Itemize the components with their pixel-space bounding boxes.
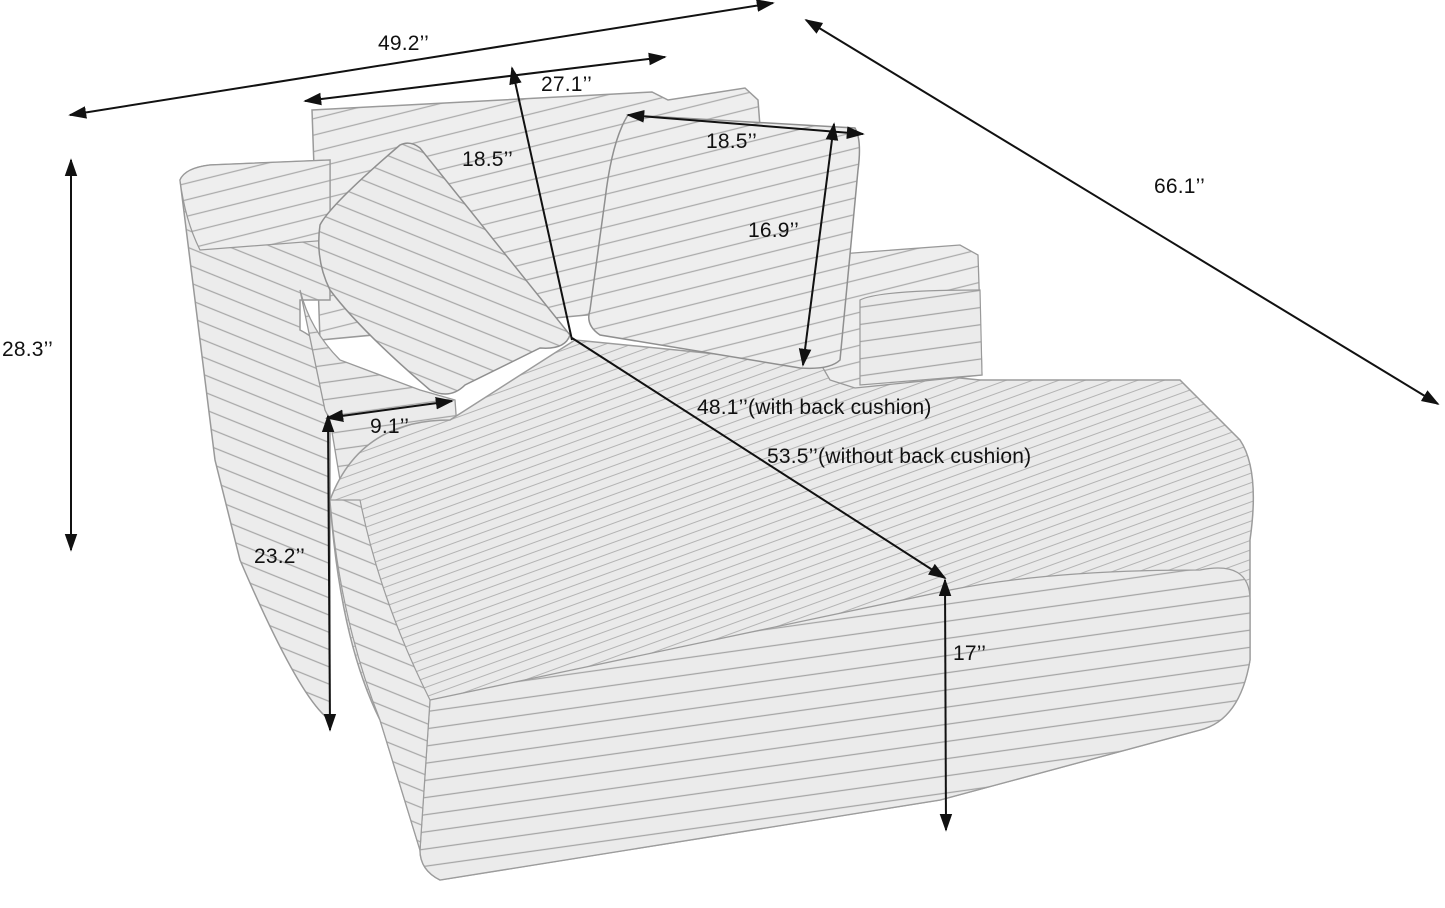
backrest-width-line [303, 52, 667, 106]
left-pillow [318, 142, 571, 395]
left-side-panel [179, 159, 361, 722]
overall-depth-label: 66.1’’ [1154, 175, 1206, 198]
overall-depth-line [804, 19, 1440, 405]
seat-depth-line [571, 337, 947, 579]
armrest-height-line [321, 414, 337, 732]
overall-width-label: 49.2’’ [378, 32, 430, 55]
backrest-width-label: 27.1’’ [541, 73, 593, 96]
pillow-width-label: 18.5’’ [706, 130, 758, 153]
armrest-height-label: 23.2’’ [254, 545, 306, 568]
armrest-width-line [325, 396, 454, 423]
armrest-width-label: 9.1’’ [370, 415, 410, 438]
chaise-seat [329, 339, 1255, 881]
backrest-height-line [509, 66, 573, 341]
dimension-lines [64, 0, 1440, 832]
backrest-height-label: 18.5’’ [462, 148, 514, 171]
seat-depth-with-cushion-label: 48.1’’(with back cushion) [697, 396, 932, 419]
overall-width-line [68, 0, 775, 119]
seat-depth-without-cushion-label: 53.5’’(without back cushion) [767, 445, 1032, 468]
pillow-height-label: 16.9’’ [748, 219, 800, 242]
seat-height-label: 17’’ [953, 642, 987, 665]
overall-height-label: 28.3’’ [2, 338, 54, 361]
seat-height-line [938, 578, 953, 832]
